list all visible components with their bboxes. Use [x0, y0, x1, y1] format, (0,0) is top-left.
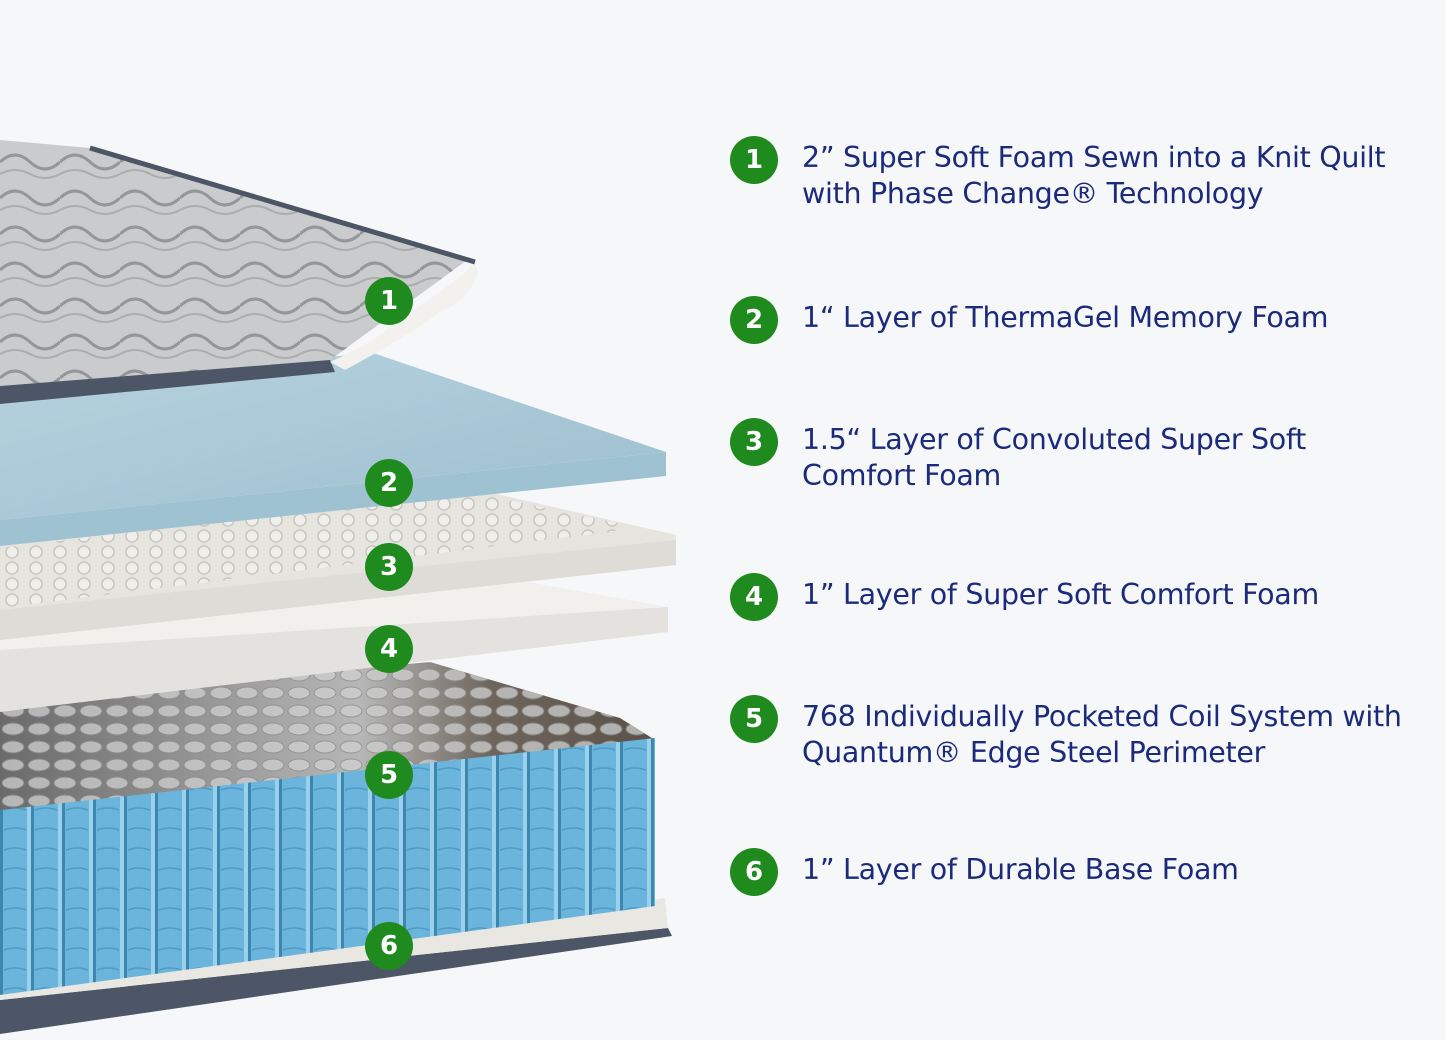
image-marker-3: 3 [365, 543, 413, 591]
legend-text-4: 1” Layer of Super Soft Comfort Foam [802, 573, 1319, 613]
image-marker-2: 2 [365, 459, 413, 507]
legend-marker-1: 1 [730, 136, 778, 184]
legend-text-3: 1.5“ Layer of Convoluted Super Soft Comf… [802, 418, 1306, 494]
legend-line: 1” Layer of Durable Base Foam [802, 853, 1239, 886]
legend-line: 1” Layer of Super Soft Comfort Foam [802, 578, 1319, 611]
legend-marker-5: 5 [730, 695, 778, 743]
legend-item-5: 5 768 Individually Pocketed Coil System … [730, 695, 1430, 771]
legend-text-5: 768 Individually Pocketed Coil System wi… [802, 695, 1402, 771]
image-marker-6: 6 [365, 922, 413, 970]
legend-item-4: 4 1” Layer of Super Soft Comfort Foam [730, 573, 1430, 621]
legend-line: with Phase Change® Technology [802, 177, 1264, 210]
legend-line: Comfort Foam [802, 459, 1001, 492]
legend-marker-4: 4 [730, 573, 778, 621]
coil-system-layer [0, 662, 655, 995]
legend-text-1: 2” Super Soft Foam Sewn into a Knit Quil… [802, 136, 1386, 212]
legend-item-6: 6 1” Layer of Durable Base Foam [730, 848, 1430, 896]
image-marker-4: 4 [365, 625, 413, 673]
legend-text-2: 1“ Layer of ThermaGel Memory Foam [802, 296, 1328, 336]
legend-marker-6: 6 [730, 848, 778, 896]
legend-item-2: 2 1“ Layer of ThermaGel Memory Foam [730, 296, 1430, 344]
legend-line: 1.5“ Layer of Convoluted Super Soft [802, 423, 1307, 456]
legend-item-1: 1 2” Super Soft Foam Sewn into a Knit Qu… [730, 136, 1430, 212]
legend-marker-3: 3 [730, 418, 778, 466]
legend-text-6: 1” Layer of Durable Base Foam [802, 848, 1239, 888]
legend-line: 2” Super Soft Foam Sewn into a Knit Quil… [802, 141, 1386, 174]
image-marker-5: 5 [365, 751, 413, 799]
mattress-cutaway-illustration [0, 140, 676, 1034]
legend-line: 768 Individually Pocketed Coil System wi… [802, 700, 1402, 733]
legend-marker-2: 2 [730, 296, 778, 344]
gel-memory-foam-layer [0, 352, 666, 546]
image-marker-1: 1 [365, 277, 413, 325]
legend-item-3: 3 1.5“ Layer of Convoluted Super Soft Co… [730, 418, 1430, 494]
legend-line: Quantum® Edge Steel Perimeter [802, 736, 1266, 769]
legend-line: 1“ Layer of ThermaGel Memory Foam [802, 301, 1329, 334]
